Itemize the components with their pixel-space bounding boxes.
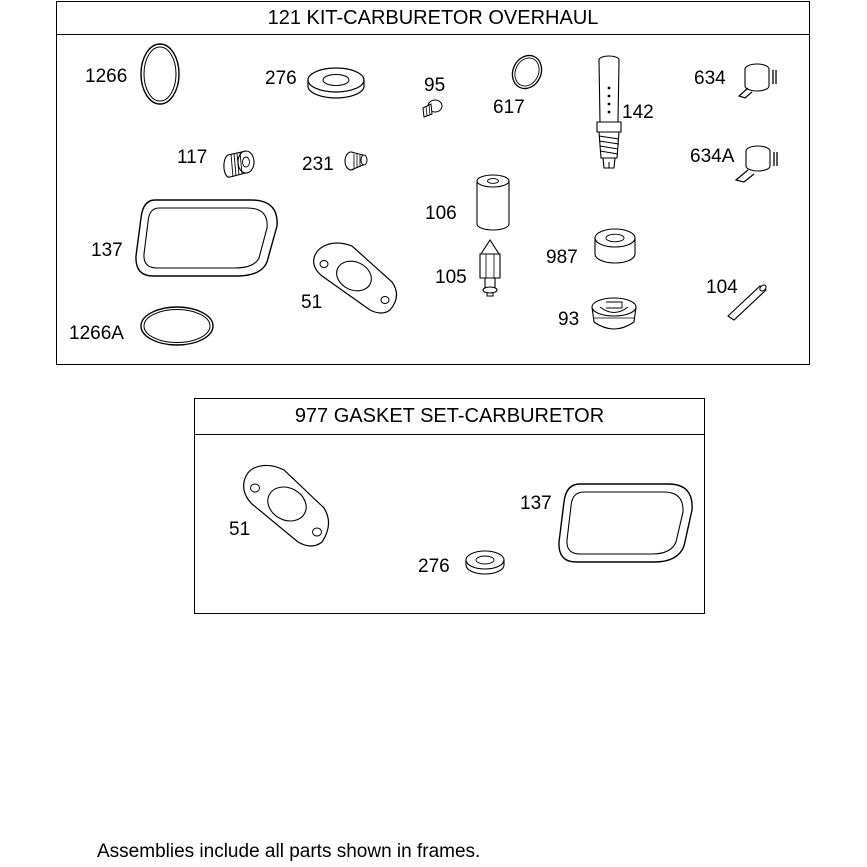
screw-231-drawing xyxy=(341,149,373,173)
part-label-634a: 634A xyxy=(690,146,735,167)
gasket-part-label-51: 51 xyxy=(229,519,251,540)
part-label-106: 106 xyxy=(425,203,457,224)
footnote: Assemblies include all parts shown in fr… xyxy=(97,841,481,862)
o-ring-617-drawing xyxy=(506,52,548,92)
flange-gasket-51-drawing xyxy=(310,240,402,316)
part-label-51: 51 xyxy=(301,292,323,313)
bushing-117-drawing xyxy=(218,147,258,183)
float-needle-105-drawing xyxy=(476,238,504,300)
kit-carburetor-overhaul-frame: 121 KIT-CARBURETOR OVERHAUL xyxy=(56,1,810,365)
gasket-ring-137-drawing xyxy=(133,196,281,280)
part-label-1266: 1266 xyxy=(85,66,128,87)
gasket-flange-51-drawing xyxy=(240,462,336,550)
o-ring-1266a-drawing xyxy=(139,305,217,349)
gasket-washer-276-drawing xyxy=(464,548,506,578)
part-label-105: 105 xyxy=(435,267,467,288)
part-label-987: 987 xyxy=(546,247,578,268)
part-label-95: 95 xyxy=(424,75,446,96)
part-label-1266a: 1266A xyxy=(69,323,124,344)
part-label-634: 634 xyxy=(694,68,726,89)
part-label-617: 617 xyxy=(493,97,525,118)
pin-104-drawing xyxy=(726,282,772,324)
spring-634-drawing xyxy=(736,60,780,104)
o-ring-1266-drawing xyxy=(138,42,184,110)
part-label-117: 117 xyxy=(177,147,208,168)
spring-634a-drawing xyxy=(732,140,780,188)
gasket-part-label-276: 276 xyxy=(418,556,450,577)
gasket-ring-137-set-drawing xyxy=(556,480,696,566)
screw-95-drawing xyxy=(419,98,445,120)
part-label-231: 231 xyxy=(302,154,334,175)
kit-frame-title: 121 KIT-CARBURETOR OVERHAUL xyxy=(57,2,809,35)
emulsion-tube-142-drawing xyxy=(590,54,630,174)
gasket-part-label-137: 137 xyxy=(520,493,552,514)
seat-93-drawing xyxy=(588,296,640,336)
part-label-93: 93 xyxy=(558,309,580,330)
part-label-142: 142 xyxy=(622,102,654,123)
float-106-drawing xyxy=(474,172,514,234)
washer-276-drawing xyxy=(306,66,368,102)
part-label-104: 104 xyxy=(706,277,738,298)
spacer-987-drawing xyxy=(592,226,638,268)
part-label-276: 276 xyxy=(265,68,297,89)
part-label-137: 137 xyxy=(91,240,123,261)
gasket-frame-title: 977 GASKET SET-CARBURETOR xyxy=(195,399,704,435)
